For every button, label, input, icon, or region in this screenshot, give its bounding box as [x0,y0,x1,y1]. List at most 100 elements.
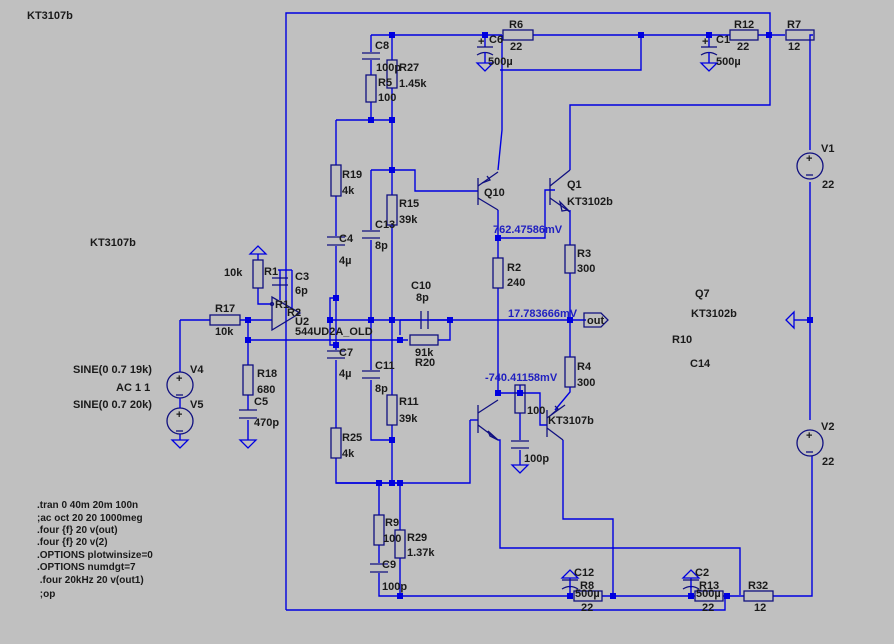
spice-directive[interactable]: .tran 0 40m 20m 100n [37,500,138,511]
component-label: R4 [577,361,592,373]
capacitor-C9[interactable] [370,563,388,573]
capacitor-C8[interactable] [362,52,380,60]
wire [286,595,726,611]
resistor-R15[interactable] [386,194,398,226]
resistor-R9[interactable] [373,514,385,546]
ground-icon [238,439,258,449]
transistor-Q1[interactable] [549,169,571,213]
resistor-R29[interactable] [394,529,406,559]
resistor-R7[interactable] [785,29,815,41]
component-value: 4µ [339,255,351,267]
junction-dot [389,317,395,323]
voltage-source-V1[interactable]: + [796,152,824,180]
component-label: C7 [339,347,353,359]
capacitor-C11[interactable] [362,370,380,379]
component-value: 39k [399,413,418,425]
component-value: KT3107b [548,415,594,427]
svg-text:+: + [806,430,812,442]
capacitor-C5[interactable] [239,409,257,419]
resistor-R25[interactable] [330,427,342,459]
spice-directive[interactable]: ;op [37,589,55,600]
component-value: 6p [295,285,308,297]
resistor-R27[interactable] [386,59,398,89]
resistor-R2[interactable] [492,257,504,289]
component-value: 4k [342,185,355,197]
component-value: 22 [702,602,714,614]
svg-text:+: + [806,153,812,165]
resistor-R6[interactable] [502,29,534,41]
spice-directive[interactable]: .OPTIONS numdgt=7 [37,562,136,573]
component-value: 500µ [575,588,600,600]
component-value: 22 [510,41,522,53]
capacitor-C7[interactable] [327,350,345,359]
junction-dot [389,480,395,486]
component-label: C2 [695,567,709,579]
junction-dot [567,317,573,323]
capacitor-C2[interactable] [681,569,701,596]
ground-icon [510,464,530,474]
component-value: 100p [382,581,407,593]
capacitors[interactable]: + + [239,35,719,596]
spice-directive[interactable]: ;ac oct 20 20 1000meg [37,513,143,524]
transistor-Qlow-right[interactable] [546,404,566,441]
spice-directive[interactable]: .four {f} 20 v(out) [37,525,118,536]
capacitor-C13[interactable] [362,230,380,239]
resistor-R20[interactable] [409,334,439,346]
ground-symbols [170,245,795,474]
resistor-R17[interactable] [209,314,241,326]
resistor-Rsnub[interactable] [514,384,526,414]
component-value: SINE(0 0.7 20k) [73,399,152,411]
capacitor-C10[interactable] [420,311,429,329]
junction-dot [389,437,395,443]
spice-directive[interactable]: .OPTIONS plotwinsize=0 [37,550,153,561]
net-label-out[interactable]: out [583,312,609,328]
wires [179,12,813,611]
component-label: R17 [215,303,235,315]
capacitor-Csnub[interactable] [511,440,529,449]
resistor-R3[interactable] [564,244,576,274]
resistor-R18[interactable] [242,364,254,396]
resistor-R8[interactable] [573,590,603,602]
resistors[interactable] [209,29,815,602]
transistor-Qlow-left[interactable] [477,399,499,441]
capacitor-C12[interactable] [560,569,580,596]
component-label: R19 [342,169,362,181]
component-label: V2 [821,421,834,433]
voltage-source-V5[interactable]: + [166,407,194,435]
junction-dot [495,235,501,241]
resistor-R4[interactable] [564,356,576,388]
opamp-U2[interactable]: R1 R2 [269,295,302,332]
capacitor-C3[interactable] [272,268,288,286]
component-label: R1 [264,266,278,278]
component-value: 8p [375,383,388,395]
resistor-R12[interactable] [729,29,759,41]
spice-directive[interactable]: .four 20kHz 20 v(out1) [37,575,144,586]
component-label: C3 [295,271,309,283]
component-label: C10 [411,280,431,292]
spice-directives[interactable]: .tran 0 40m 20m 100n ;ac oct 20 20 1000m… [37,500,153,600]
svg-text:+: + [702,36,708,48]
component-label: R32 [748,580,768,592]
wire [257,288,272,305]
wire [430,319,451,341]
component-label: C1 [716,34,730,46]
resistor-R1[interactable] [252,259,264,289]
capacitor-C6[interactable]: + [475,35,495,72]
capacitor-C1[interactable]: + [699,35,719,72]
resistor-R19[interactable] [330,164,342,197]
voltage-source-V2[interactable]: + [796,429,824,457]
resistor-R32[interactable] [743,590,774,602]
resistor-R13[interactable] [694,590,724,602]
spice-directive[interactable]: .four {f} 20 v(2) [37,537,108,548]
wire [335,420,471,484]
floating-label: KT3102b [691,308,737,320]
resistor-R5[interactable] [365,74,377,103]
svg-text:+: + [176,373,182,385]
component-value: SINE(0 0.7 19k) [73,364,152,376]
capacitor-C4[interactable] [327,236,345,246]
transistor-Q10[interactable] [477,171,499,211]
resistor-R11[interactable] [386,394,398,426]
junction-dot [766,32,772,38]
